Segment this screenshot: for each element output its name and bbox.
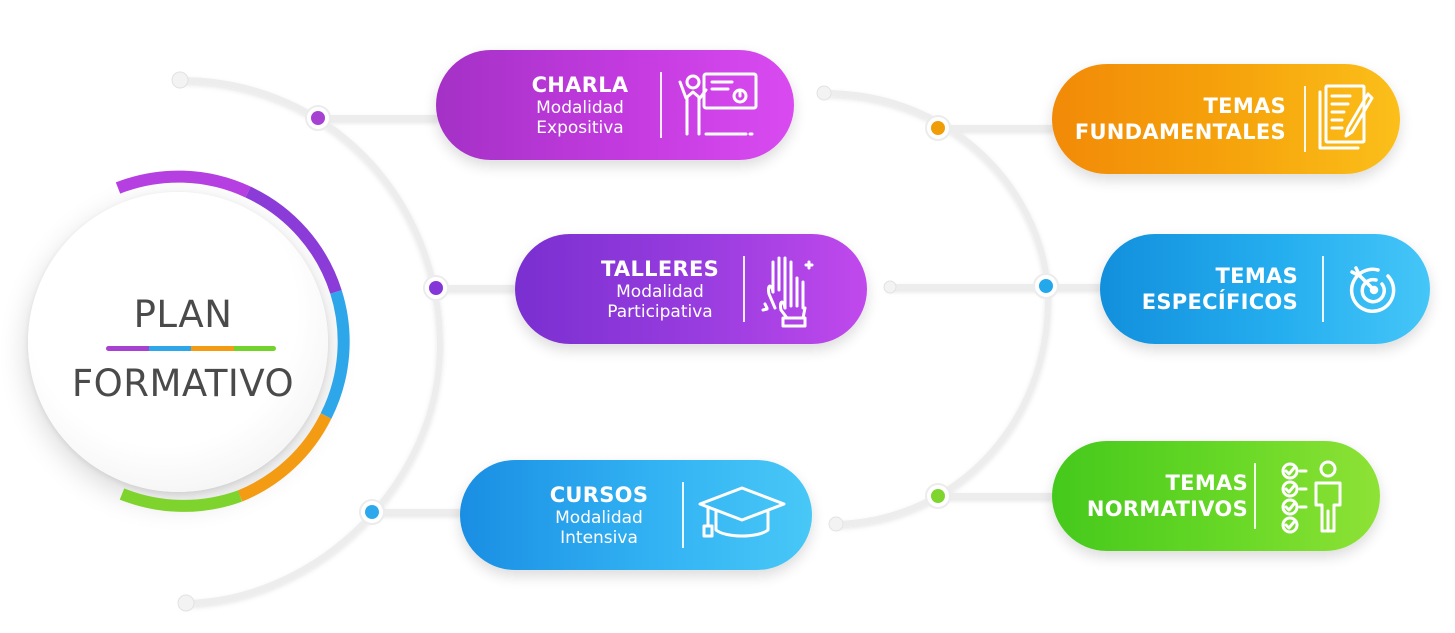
card-separator xyxy=(1304,86,1306,152)
plan-formativo-hub xyxy=(28,192,328,492)
modality-card-charla: CHARLA Modalidad Expositiva xyxy=(436,50,794,160)
ring-segment-violet xyxy=(245,186,342,294)
endpoint-dot xyxy=(883,280,897,294)
card-subtitle-line1: Modalidad xyxy=(536,98,624,118)
presentation-icon xyxy=(678,72,758,136)
left-arc-connector xyxy=(177,77,444,606)
card-separator xyxy=(743,256,745,322)
card-subtitle-line2: Participativa xyxy=(607,302,713,322)
endpoint-dot xyxy=(828,516,844,532)
card-title-line1: TEMAS xyxy=(1165,471,1248,495)
modality-card-talleres: TALLERES Modalidad Participativa xyxy=(515,234,867,344)
hub-title-line2: FORMATIVO xyxy=(71,362,295,405)
card-title-line1: TEMAS xyxy=(1215,264,1298,288)
target-icon xyxy=(1349,266,1396,314)
raised-hands-icon xyxy=(761,256,814,328)
card-title-line2: ESPECÍFICOS xyxy=(1141,290,1298,314)
card-title: CHARLA xyxy=(531,73,629,97)
document-pencil-icon xyxy=(1318,84,1374,150)
hub-title-line1: PLAN xyxy=(133,293,233,336)
card-title-line1: TEMAS xyxy=(1203,94,1286,118)
card-subtitle-line1: Modalidad xyxy=(555,508,643,528)
card-separator xyxy=(1254,463,1256,529)
ring-segment-orange xyxy=(237,413,332,502)
card-title: CURSOS xyxy=(549,483,649,507)
card-subtitle-line2: Expositiva xyxy=(536,118,624,138)
topic-card-especificos: TEMAS ESPECÍFICOS xyxy=(1100,234,1430,344)
hub-color-ring xyxy=(115,170,350,512)
junction-dot-purple xyxy=(311,111,325,125)
topic-card-normativos: TEMAS NORMATIVOS xyxy=(1052,441,1380,551)
card-title-line2: FUNDAMENTALES xyxy=(1074,120,1286,144)
ring-segment-blue xyxy=(320,290,350,419)
card-separator xyxy=(1322,256,1324,322)
hub-divider xyxy=(106,346,276,351)
junction-dots xyxy=(305,105,1059,525)
ring-segment-green xyxy=(119,488,243,512)
card-subtitle-line2: Intensiva xyxy=(560,528,638,548)
topic-card-fundamentales: TEMAS FUNDAMENTALES xyxy=(1052,64,1400,174)
junction-dot-violet xyxy=(429,281,443,295)
ring-segment-purple xyxy=(115,170,251,198)
endpoint-dot xyxy=(816,85,832,101)
endpoint-dot xyxy=(171,71,189,89)
junction-dot-cyan xyxy=(1039,279,1053,293)
card-title: TALLERES xyxy=(600,257,720,281)
junction-dot-orange xyxy=(931,121,945,135)
card-separator xyxy=(682,482,684,548)
junction-dot-green xyxy=(931,489,945,503)
card-separator xyxy=(660,72,662,138)
junction-dot-blue xyxy=(365,505,379,519)
checklist-person-icon xyxy=(1281,460,1342,534)
endpoint-dot xyxy=(177,594,195,612)
card-subtitle-line1: Modalidad xyxy=(616,282,704,302)
modality-card-cursos: CURSOS Modalidad Intensiva xyxy=(460,460,812,570)
endpoint-dots xyxy=(171,71,897,612)
graduation-cap-icon xyxy=(698,486,786,538)
card-title-line2: NORMATIVOS xyxy=(1086,497,1248,521)
